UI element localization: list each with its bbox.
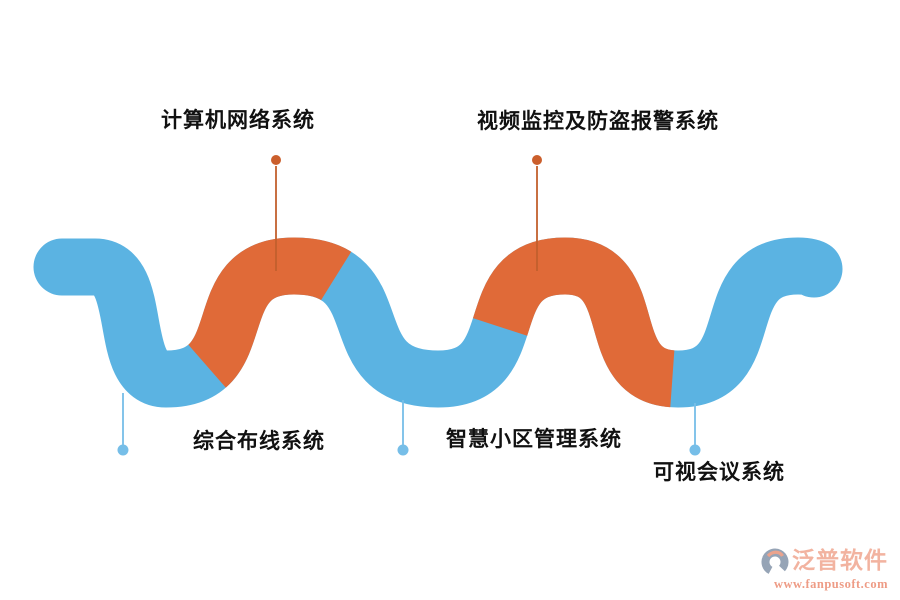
wave-ribbon-blue	[33, 237, 843, 408]
connector-dot-video-surveillance-alarm-system	[532, 155, 542, 165]
connector-dot-video-conference-system	[689, 444, 701, 456]
watermark-url-text: www.fanpusoft.com	[773, 576, 888, 591]
fanpu-logo-icon	[761, 548, 789, 575]
label-computer-network-system: 计算机网络系统	[161, 109, 315, 132]
label-video-surveillance-alarm-system: 视频监控及防盗报警系统	[477, 110, 719, 133]
connector-dot-smart-community-management-system	[397, 444, 409, 456]
label-smart-community-management-system: 智慧小区管理系统	[446, 428, 622, 451]
connector-dot-integrated-cabling-system	[117, 444, 129, 456]
label-integrated-cabling-system: 综合布线系统	[193, 430, 325, 453]
label-video-conference-system: 可视会议系统	[653, 461, 785, 484]
connector-dot-computer-network-system	[271, 155, 281, 165]
watermark-brand-text: 泛普软件	[792, 547, 888, 573]
watermark: 泛普软件 www.fanpusoft.com	[760, 546, 888, 591]
